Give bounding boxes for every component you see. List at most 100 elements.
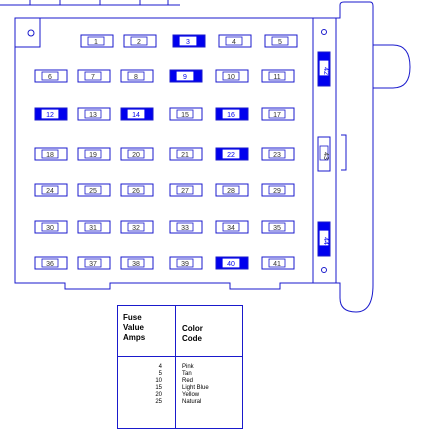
fuse-number-label: 23	[273, 152, 281, 159]
fuse-number-label: 8	[134, 74, 138, 81]
fuse-12: 12	[34, 107, 68, 121]
fuse-color-legend-table: Fuse Value Amps Color Code 4 5 10 15 20 …	[117, 305, 243, 429]
fuse-38: 38	[120, 256, 154, 270]
legend-color-name: Pink	[182, 364, 194, 370]
fuse-20: 20	[120, 147, 154, 161]
legend-color-name: Light Blue	[182, 385, 209, 391]
fuse-23: 23	[261, 147, 295, 161]
side-fuse-42: 42	[317, 51, 331, 87]
fuse-number-label: 39	[181, 261, 189, 268]
fuse-8: 8	[120, 69, 154, 83]
fuse-22: 22	[215, 147, 249, 161]
fuse-number-label: 35	[273, 225, 281, 232]
fuse-7: 7	[77, 69, 111, 83]
fuse-number-label: 33	[181, 225, 189, 232]
fuse-number-label: 6	[48, 74, 52, 81]
side-fuse-43: 43	[317, 136, 331, 172]
fuse-number-label: 26	[132, 188, 140, 195]
fuse-number-label: 22	[227, 152, 235, 159]
side-fuse-number-label: 44	[322, 237, 329, 245]
fuse-4: 4	[218, 34, 252, 48]
legend-amps-value: 10	[155, 378, 162, 384]
fuse-number-label: 24	[46, 188, 54, 195]
fuse-36: 36	[34, 256, 68, 270]
fuse-number-label: 7	[91, 74, 95, 81]
fuse-number-label: 14	[132, 112, 140, 119]
fuse-number-label: 20	[132, 152, 140, 159]
legend-column-divider	[175, 306, 176, 428]
legend-color-name: Red	[182, 378, 194, 384]
fuse-11: 11	[261, 69, 295, 83]
fuse-6: 6	[34, 69, 68, 83]
fuse-26: 26	[120, 183, 154, 197]
legend-color-name: Tan	[182, 371, 192, 377]
fuse-panel-frame	[0, 0, 411, 313]
fuse-number-label: 10	[227, 74, 235, 81]
fuse-28: 28	[215, 183, 249, 197]
fuse-number-label: 19	[89, 152, 97, 159]
legend-amps-value: 25	[155, 399, 162, 405]
fuse-35: 35	[261, 220, 295, 234]
legend-amps-value: 20	[155, 392, 162, 398]
fuse-31: 31	[77, 220, 111, 234]
legend-amps-column: 4 5 10 15 20 25	[118, 364, 162, 406]
fuse-30: 30	[34, 220, 68, 234]
fuse-17: 17	[261, 107, 295, 121]
fuse-13: 13	[77, 107, 111, 121]
fuse-25: 25	[77, 183, 111, 197]
legend-amps-value: 15	[155, 385, 162, 391]
fuse-16: 16	[215, 107, 249, 121]
fuse-number-label: 27	[181, 188, 189, 195]
fuse-27: 27	[169, 183, 203, 197]
fuse-number-label: 4	[232, 39, 236, 46]
legend-amps-value: 5	[158, 371, 162, 377]
fuse-9: 9	[169, 69, 203, 83]
fuse-number-label: 25	[89, 188, 97, 195]
side-fuse-array: 42 43 44	[317, 51, 331, 257]
fuse-number-label: 15	[181, 112, 189, 119]
fuse-18: 18	[34, 147, 68, 161]
fuse-10: 10	[215, 69, 249, 83]
fuse-number-label: 31	[89, 225, 97, 232]
fuse-number-label: 9	[183, 74, 187, 81]
fuse-number-label: 12	[46, 112, 54, 119]
fuse-number-label: 16	[227, 112, 235, 119]
fuse-1: 1	[80, 34, 114, 48]
fuse-34: 34	[215, 220, 249, 234]
fuse-number-label: 40	[227, 261, 235, 268]
fuse-29: 29	[261, 183, 295, 197]
fuse-number-label: 11	[273, 74, 280, 81]
side-fuse-number-label: 43	[322, 152, 329, 160]
fuse-number-label: 17	[273, 112, 281, 119]
fuse-number-label: 38	[132, 261, 140, 268]
fuse-number-label: 36	[46, 261, 54, 268]
fuse-number-label: 5	[278, 39, 282, 46]
fuse-number-label: 13	[89, 112, 97, 119]
fuse-39: 39	[169, 256, 203, 270]
fuse-number-label: 28	[227, 188, 235, 195]
fuse-2: 2	[123, 34, 157, 48]
fuse-number-label: 41	[273, 261, 281, 268]
fuse-number-label: 21	[181, 152, 189, 159]
fuse-21: 21	[169, 147, 203, 161]
fuse-32: 32	[120, 220, 154, 234]
fuse-number-label: 3	[186, 39, 190, 46]
fuse-24: 24	[34, 183, 68, 197]
fuse-number-label: 32	[132, 225, 140, 232]
side-fuse-44: 44	[317, 221, 331, 257]
fuse-number-label: 2	[137, 39, 141, 46]
fuse-15: 15	[169, 107, 203, 121]
legend-header-fuse-value-amps: Fuse Value Amps	[123, 313, 146, 342]
fuse-number-label: 34	[227, 225, 235, 232]
legend-header-divider	[118, 356, 242, 357]
fuse-number-label: 30	[46, 225, 54, 232]
legend-color-name: Natural	[182, 399, 202, 405]
fuse-41: 41	[261, 256, 295, 270]
fuse-number-label: 18	[46, 152, 54, 159]
fuse-number-label: 37	[89, 261, 97, 268]
fuse-19: 19	[77, 147, 111, 161]
fuse-5: 5	[264, 34, 298, 48]
legend-color-name: Yellow	[182, 392, 200, 398]
